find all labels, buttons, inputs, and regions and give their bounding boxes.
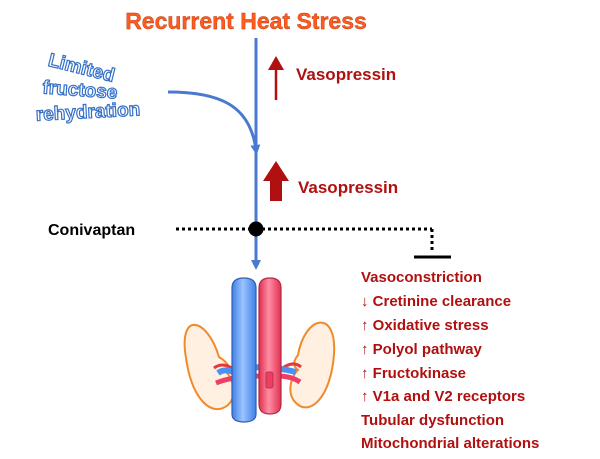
aorta-branch xyxy=(265,371,274,389)
side-input-label: Limited fructose rehydration xyxy=(35,49,142,126)
diagram-title: Recurrent Heat Stress xyxy=(125,8,367,34)
side-input-line-3: rehydration xyxy=(35,99,140,125)
aorta-icon xyxy=(258,277,282,415)
vasopressin-large-label: Vasopressin xyxy=(298,178,398,197)
vasopressin-small-arrow-icon xyxy=(268,56,284,70)
right-kidney-icon xyxy=(289,321,336,409)
vena-cava-icon xyxy=(231,277,257,423)
vasopressin-large-arrow-icon xyxy=(263,161,289,201)
effect-item: Vasoconstriction xyxy=(361,269,482,286)
kidney-illustration xyxy=(183,277,336,423)
junction-dot xyxy=(248,221,264,237)
effect-item: Mitochondrial alterations xyxy=(361,435,539,452)
effect-item: Tubular dysfunction xyxy=(361,412,504,429)
effects-list: Vasoconstriction ↓ Cretinine clearance ↑… xyxy=(361,269,539,452)
antagonist-label: Conivaptan xyxy=(48,222,135,239)
side-input-curve xyxy=(167,90,261,155)
vasopressin-small-label: Vasopressin xyxy=(296,65,396,84)
effect-item: ↑ Oxidative stress xyxy=(361,317,489,334)
effect-item: ↑ Polyol pathway xyxy=(361,341,483,358)
side-input-line-2: fructose xyxy=(42,77,118,103)
effect-item: ↓ Cretinine clearance xyxy=(361,293,511,310)
effect-item: ↑ Fructokinase xyxy=(361,365,466,382)
effect-item: ↑ V1a and V2 receptors xyxy=(361,388,525,405)
